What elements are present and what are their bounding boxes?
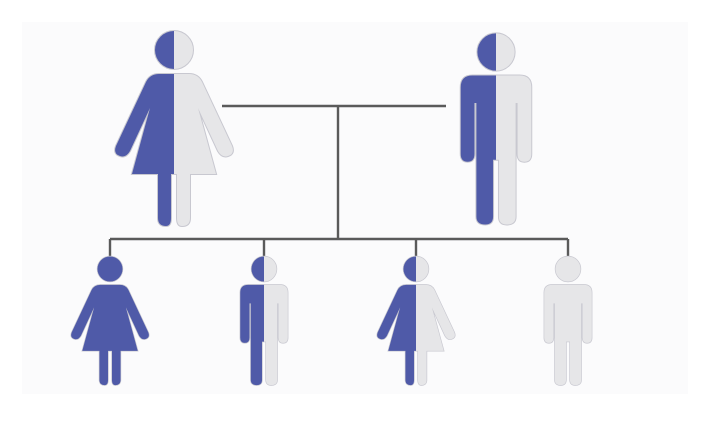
connector-lines: [108, 104, 570, 256]
